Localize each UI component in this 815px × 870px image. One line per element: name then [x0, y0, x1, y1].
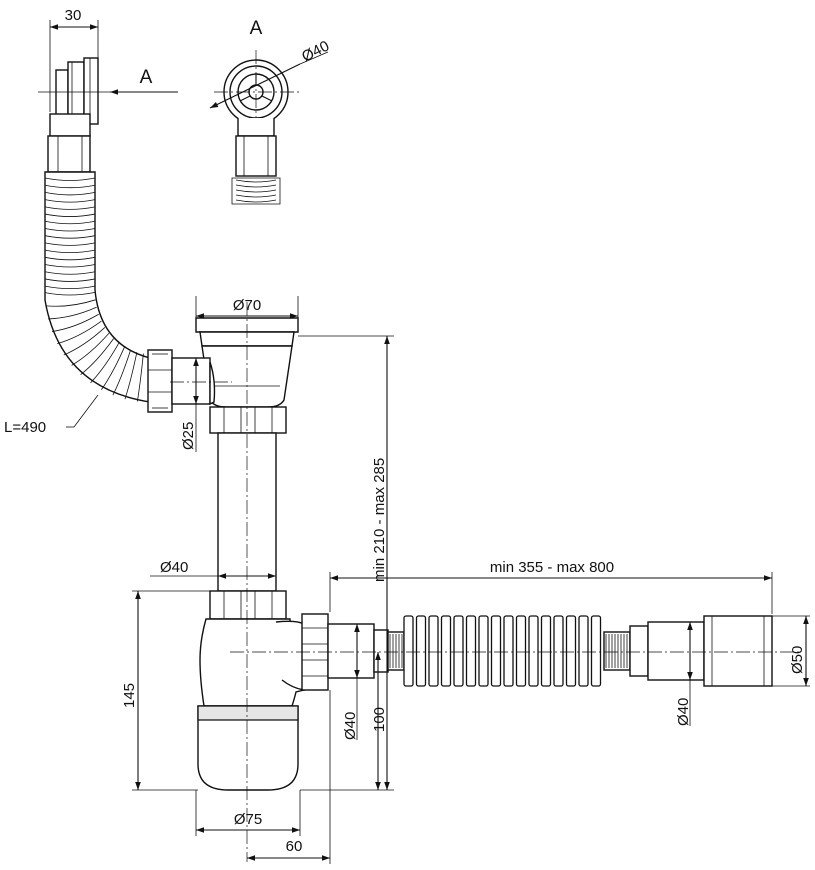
hose-rib: [101, 346, 125, 390]
outlet-corrugated-hose: [387, 615, 773, 687]
dia-75-label: Ø75: [234, 811, 262, 828]
height-range-label: min 210 - max 285: [371, 458, 388, 582]
hose-rib: [44, 220, 96, 225]
bellow-ring: [490, 615, 502, 687]
dia-25-label: Ø25: [180, 422, 197, 450]
dim-30-label: 30: [65, 7, 82, 24]
hose-rib: [44, 271, 96, 275]
dimension-dia-75: Ø75: [195, 790, 301, 836]
dimension-60: 60: [247, 690, 331, 864]
bellow-ring: [415, 615, 427, 687]
dimension-height-range: min 210 - max 285: [298, 335, 394, 791]
view-title: A: [250, 18, 263, 39]
hose-rib: [44, 235, 96, 239]
hose-rib: [44, 278, 96, 282]
dia-70-label: Ø70: [233, 297, 261, 314]
hose-rib: [44, 249, 96, 253]
overflow-hose: [44, 171, 151, 403]
dim-145-label: 145: [121, 683, 138, 708]
hose-rib: [44, 285, 96, 290]
hose-rib: [44, 177, 96, 181]
bellow-ring: [453, 615, 464, 687]
bellow-ring: [428, 615, 439, 687]
bellow-ring: [528, 615, 539, 687]
hose-rib: [48, 306, 97, 320]
dimension-dia-70: Ø70: [195, 296, 299, 319]
bellow-ring: [553, 615, 564, 687]
hose-rib: [44, 184, 96, 189]
hose-rib: [71, 332, 110, 366]
hose-rib: [51, 313, 99, 332]
hose-length-label: L=490: [4, 419, 46, 436]
dimension-100: 100: [371, 652, 388, 790]
view-rib: [235, 199, 277, 203]
bellow-ring: [403, 615, 414, 687]
dimension-dia-40-side: Ø40: [342, 624, 360, 740]
dia-40-top-label: Ø40: [299, 38, 332, 66]
view-arrow-label: A: [140, 67, 153, 88]
dia-40-side-label: Ø40: [342, 712, 359, 740]
view-rib: [235, 184, 277, 188]
dia-50-label: Ø50: [789, 646, 806, 674]
dimension-dia-50: Ø50: [772, 615, 810, 687]
bellow-ring: [503, 615, 514, 687]
hose-rib: [90, 342, 120, 384]
overflow-connector: [147, 349, 216, 413]
dimension-145: 145: [121, 590, 210, 791]
bellow-ring: [440, 615, 452, 687]
dim-60-label: 60: [286, 838, 303, 855]
hose-rib: [44, 242, 96, 246]
hose-rib: [44, 213, 96, 217]
view-rib: [235, 189, 277, 193]
hose-rib: [44, 192, 96, 196]
view-corrugation: [231, 177, 281, 205]
hose-rib: [44, 206, 96, 210]
bellow-ring: [478, 615, 489, 687]
hose-rib: [112, 349, 131, 396]
hose-rib: [45, 299, 96, 307]
bellow-ring: [465, 615, 477, 687]
bellow-ring: [578, 615, 589, 687]
hose-rib: [63, 327, 106, 356]
hose-rib: [57, 320, 102, 345]
hose-rib: [44, 264, 96, 268]
hose-rib: [124, 352, 138, 400]
centre-lines: [170, 302, 800, 862]
view-rib: [235, 194, 277, 198]
view-rib: [235, 179, 277, 183]
bellow-ring: [515, 615, 527, 687]
hose-length-callout: L=490: [4, 394, 99, 436]
dimension-dia-25: Ø25: [180, 358, 199, 452]
hose-rib: [44, 291, 96, 296]
hose-rib: [44, 228, 96, 232]
length-range-label: min 355 - max 800: [490, 559, 614, 576]
view-a-detail: A Ø40: [209, 18, 332, 205]
overflow-fitting: [47, 57, 99, 173]
dimension-dia-40-outlet: Ø40: [675, 622, 693, 726]
view-arrow-a: A: [38, 67, 178, 95]
dimension-dia-40-tube: Ø40: [150, 559, 276, 579]
bellow-ring: [540, 615, 552, 687]
hose-rib: [44, 256, 96, 261]
dim-100-label: 100: [371, 707, 388, 732]
bellow-ring: [565, 615, 577, 687]
dimension-length-range: min 355 - max 800: [329, 559, 773, 614]
dia-40-outlet-label: Ø40: [675, 698, 692, 726]
hose-rib: [44, 199, 96, 203]
bellow-ring: [590, 615, 602, 687]
dia-40-tube-label: Ø40: [160, 559, 188, 576]
dimension-30: 30: [49, 7, 99, 112]
hose-rib: [136, 353, 144, 402]
hose-rib: [80, 338, 114, 376]
